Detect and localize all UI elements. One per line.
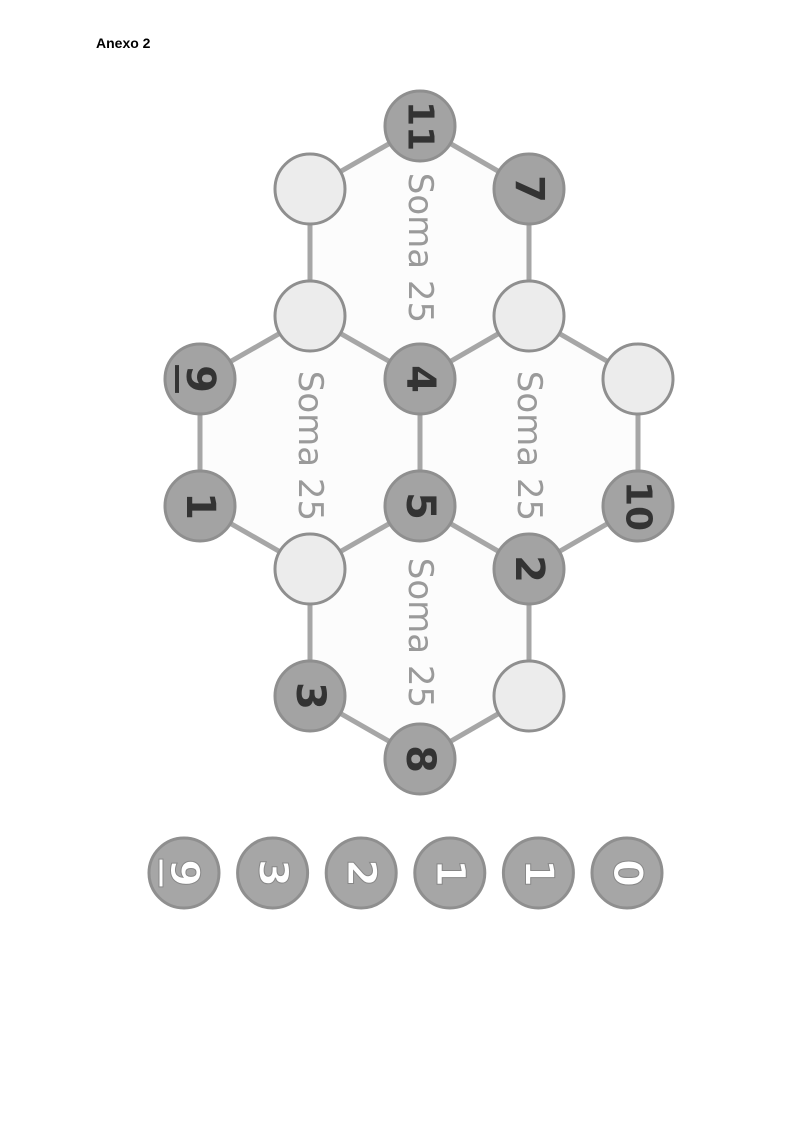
board-node-filled: 2 (492, 532, 566, 606)
node-circle (273, 532, 347, 606)
board-node-empty[interactable] (492, 279, 566, 353)
node-circle (601, 469, 675, 543)
piece-number: 3 (250, 859, 296, 887)
piece-circle (324, 836, 398, 910)
number-piece[interactable]: 2 (324, 836, 398, 910)
number-piece[interactable]: 0 (590, 836, 664, 910)
board-node-filled: 9 (163, 342, 237, 416)
node-circle (601, 342, 675, 416)
node-number: 3 (287, 682, 333, 710)
node-circle (163, 469, 237, 543)
board-node-empty[interactable] (273, 152, 347, 226)
node-number: 11 (400, 101, 441, 151)
board-node-filled: 4 (383, 342, 457, 416)
number-piece[interactable]: 9 (147, 836, 221, 910)
region-label-4: Soma 25 (400, 558, 440, 708)
board-node-filled: 8 (383, 722, 457, 796)
node-circle (492, 279, 566, 353)
node-circle (273, 279, 347, 353)
node-circle (383, 89, 457, 163)
number-piece[interactable]: 3 (236, 836, 310, 910)
node-circle (163, 342, 237, 416)
region-backgrounds (200, 126, 638, 759)
number-pieces-tray: 9 3 2 1 1 0 (147, 836, 664, 910)
node-circle (273, 152, 347, 226)
node-circle (383, 342, 457, 416)
node-circle (383, 469, 457, 543)
number-piece[interactable]: 1 (413, 836, 487, 910)
region-label-3: Soma 25 (509, 371, 549, 521)
node-number: 2 (506, 555, 552, 583)
piece-number: 9 (161, 859, 207, 887)
board-node-filled: 1 (163, 469, 237, 543)
node-circle (273, 659, 347, 733)
piece-circle (501, 836, 575, 910)
board-node-filled: 5 (383, 469, 457, 543)
region-2-area (200, 316, 420, 569)
piece-number: 1 (427, 859, 473, 887)
region-label-1: Soma 25 (400, 173, 440, 323)
piece-circle (413, 836, 487, 910)
piece-circle (147, 836, 221, 910)
piece-number: 2 (338, 859, 384, 887)
region-3-area (420, 316, 638, 569)
board-node-filled: 7 (492, 152, 566, 226)
node-number: 10 (618, 481, 659, 531)
piece-number: 1 (515, 859, 561, 887)
region-label-2: Soma 25 (290, 371, 330, 521)
node-number: 4 (397, 365, 443, 393)
region-4-area (310, 506, 529, 759)
node-number: 1 (177, 492, 223, 520)
node-circle (383, 722, 457, 796)
piece-number: 0 (604, 859, 650, 887)
node-number: 7 (506, 175, 552, 203)
board-node-filled: 10 (601, 469, 675, 543)
node-number: 5 (397, 492, 443, 520)
piece-circle (590, 836, 664, 910)
node-circle (492, 152, 566, 226)
board-node-filled: 11 (383, 89, 457, 163)
node-number: 9 (177, 365, 223, 393)
board-node-empty[interactable] (601, 342, 675, 416)
region-1-area (310, 126, 529, 379)
node-number: 8 (397, 745, 443, 773)
board-node-empty[interactable] (492, 659, 566, 733)
board-node-empty[interactable] (273, 279, 347, 353)
board-node-empty[interactable] (273, 532, 347, 606)
board-node-filled: 3 (273, 659, 347, 733)
region-labels: Soma 25 Soma 25 Soma 25 Soma 25 (290, 173, 549, 708)
node-circle (492, 659, 566, 733)
node-circle (492, 532, 566, 606)
piece-circle (236, 836, 310, 910)
board-nodes: 11 7 9 4 1 5 10 2 3 8 (163, 89, 675, 796)
annex-title: Anexo 2 (96, 35, 151, 51)
number-piece[interactable]: 1 (501, 836, 575, 910)
